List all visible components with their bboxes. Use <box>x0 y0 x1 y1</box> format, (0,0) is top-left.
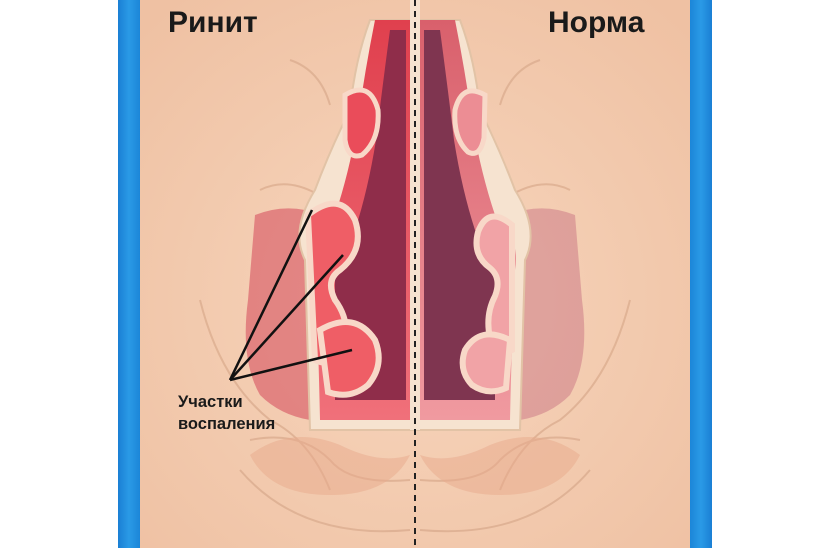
normal-airway <box>424 30 495 400</box>
inflamed-upper-turbinate <box>342 87 381 159</box>
nasal-cavity-illustration <box>140 0 690 548</box>
callout-pointers <box>228 209 353 382</box>
blue-frame-right <box>690 0 712 548</box>
inflamed-airway <box>335 30 406 400</box>
right-nostril <box>420 437 580 495</box>
normal-tissue-shadow <box>520 208 585 420</box>
nose-cross-section <box>140 0 690 548</box>
inflamed-tissue-shadow <box>245 208 310 420</box>
left-nostril <box>250 437 410 495</box>
normal-upper-turbinate <box>452 88 488 156</box>
rhinitis-title: Ринит <box>168 6 258 39</box>
normal-title: Норма <box>548 6 645 39</box>
normal-lower-turbinate <box>459 331 514 395</box>
callout-line-2: воспаления <box>178 415 276 433</box>
inflammation-callout: Участки воспаления <box>178 391 275 435</box>
callout-line-1: Участки <box>178 393 243 411</box>
blue-frame-left <box>118 0 140 548</box>
inflamed-lower-turbinate <box>316 319 382 398</box>
